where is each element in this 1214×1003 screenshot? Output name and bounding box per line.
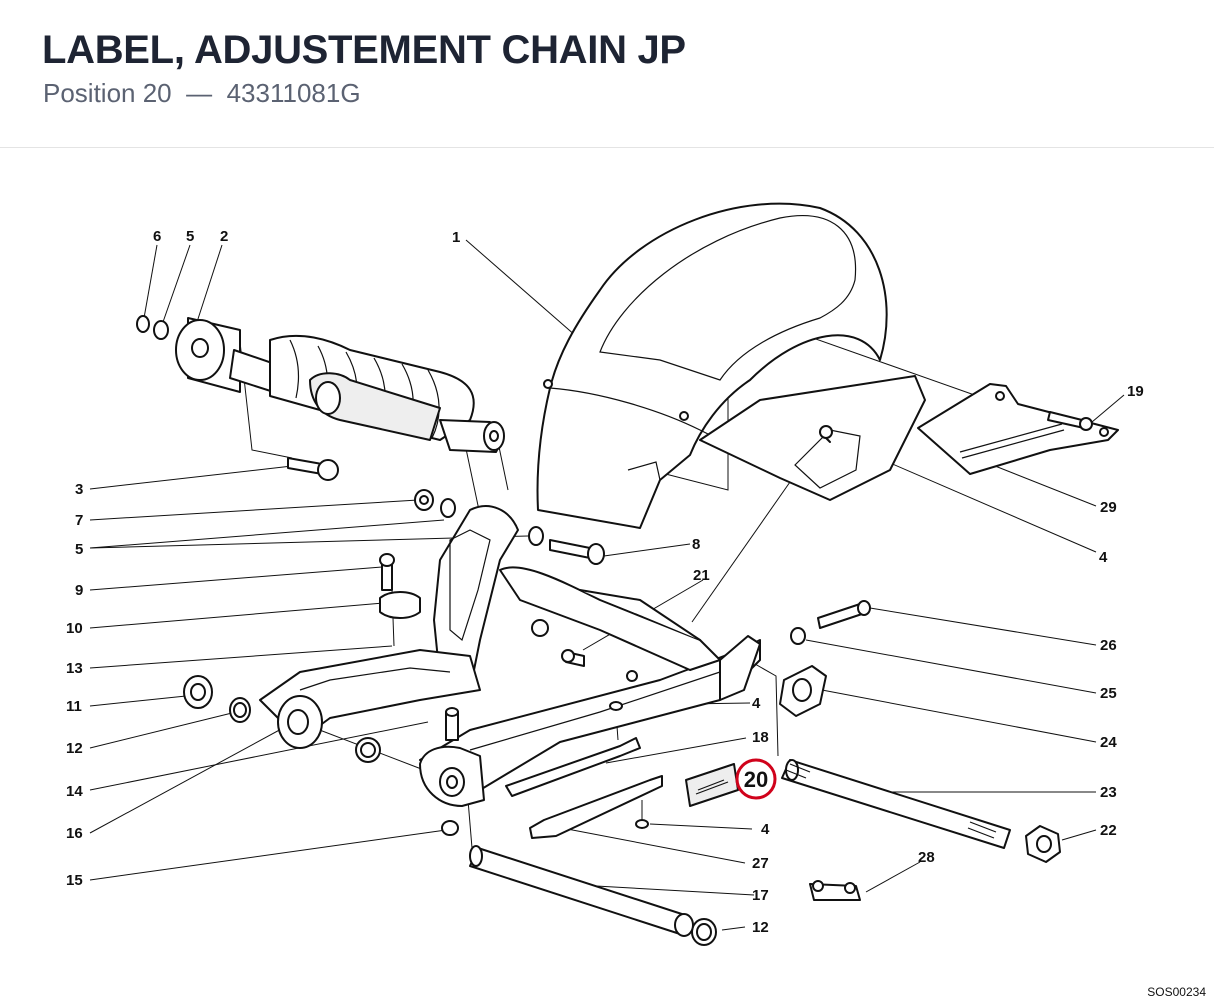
part-9-bolt [379, 553, 395, 591]
part-24-eccentric [779, 665, 827, 717]
callout-16[interactable]: 16 [66, 825, 83, 842]
part-16-washer [355, 737, 381, 763]
highlight-ring [735, 758, 777, 800]
callout-1[interactable]: 1 [452, 229, 460, 246]
drawing-code: SOS00234 [1147, 985, 1206, 999]
callout-5[interactable]: 5 [75, 541, 83, 558]
callout-4-lower[interactable]: 4 [761, 821, 770, 838]
part-4-screw-upper [819, 425, 833, 443]
page-title: LABEL, ADJUSTEMENT CHAIN JP [42, 28, 686, 72]
callout-7[interactable]: 7 [75, 512, 83, 529]
callout-labels: 1 2 5 6 3 7 5 8 9 10 13 11 12 14 16 15 1… [66, 228, 1144, 936]
callout-12-lower[interactable]: 12 [752, 919, 769, 936]
callout-15[interactable]: 15 [66, 872, 83, 889]
part-21-bolt [561, 649, 585, 667]
callout-3[interactable]: 3 [75, 481, 83, 498]
part-22-nut [1025, 825, 1061, 863]
callout-12[interactable]: 12 [66, 740, 83, 757]
position-label: Position 20 [43, 78, 172, 108]
part-28-chain-link [809, 880, 861, 901]
part-number: 43311081G [226, 78, 361, 108]
part-10-clamp [379, 591, 421, 619]
callout-28[interactable]: 28 [918, 849, 935, 866]
callout-4-mid[interactable]: 4 [752, 695, 761, 712]
part-23-axle [781, 759, 1011, 849]
callout-20[interactable]: 20 [744, 767, 768, 792]
callout-8[interactable]: 8 [692, 536, 700, 553]
part-18-slider [505, 737, 641, 797]
callout-2[interactable]: 2 [220, 228, 228, 245]
part-14-bolt [445, 707, 459, 741]
part-25-spacer [790, 627, 806, 645]
callout-4-upper[interactable]: 4 [1099, 549, 1108, 566]
callout-25[interactable]: 25 [1100, 685, 1117, 702]
part-11-bearing [183, 675, 213, 709]
callout-5-top[interactable]: 5 [186, 228, 194, 245]
callout-29[interactable]: 29 [1100, 499, 1117, 516]
callout-10[interactable]: 10 [66, 620, 83, 637]
part-3-bolt [287, 457, 339, 481]
callout-22[interactable]: 22 [1100, 822, 1117, 839]
callout-23[interactable]: 23 [1100, 784, 1117, 801]
part-15-nut [441, 820, 459, 836]
part-17-pivot-shaft [469, 845, 694, 937]
swingarm [259, 505, 761, 807]
callout-26[interactable]: 26 [1100, 637, 1117, 654]
part-1-rear-fender [536, 202, 888, 529]
page-subtitle: Position 20 — 43311081G [43, 78, 361, 109]
part-chain-guard [699, 375, 926, 501]
callout-9[interactable]: 9 [75, 582, 83, 599]
callout-19[interactable]: 19 [1127, 383, 1144, 400]
part-5-washer [440, 498, 544, 546]
callout-6[interactable]: 6 [153, 228, 161, 245]
part-19-screw [1047, 411, 1093, 431]
callout-13[interactable]: 13 [66, 660, 83, 677]
part-4-screw-lower [609, 701, 649, 829]
callout-18[interactable]: 18 [752, 729, 769, 746]
callout-24[interactable]: 24 [1100, 734, 1117, 751]
part-7-bushing [414, 489, 434, 511]
callout-14[interactable]: 14 [66, 783, 83, 800]
subtitle-separator: — [186, 78, 213, 108]
part-20-adjustment-label [685, 763, 739, 807]
part-29-chain-slider [917, 383, 1119, 475]
callout-17[interactable]: 17 [752, 887, 769, 904]
part-27-slider [529, 775, 663, 839]
highlighted-callout[interactable]: 20 [735, 758, 777, 800]
callout-21[interactable]: 21 [693, 567, 710, 584]
part-8-bolt [549, 539, 605, 565]
header: LABEL, ADJUSTEMENT CHAIN JP Position 20 … [0, 0, 1214, 148]
callout-27[interactable]: 27 [752, 855, 769, 872]
callout-11[interactable]: 11 [66, 698, 82, 715]
part-2-shock-absorber [136, 315, 505, 453]
part-26-bolt [817, 600, 871, 629]
